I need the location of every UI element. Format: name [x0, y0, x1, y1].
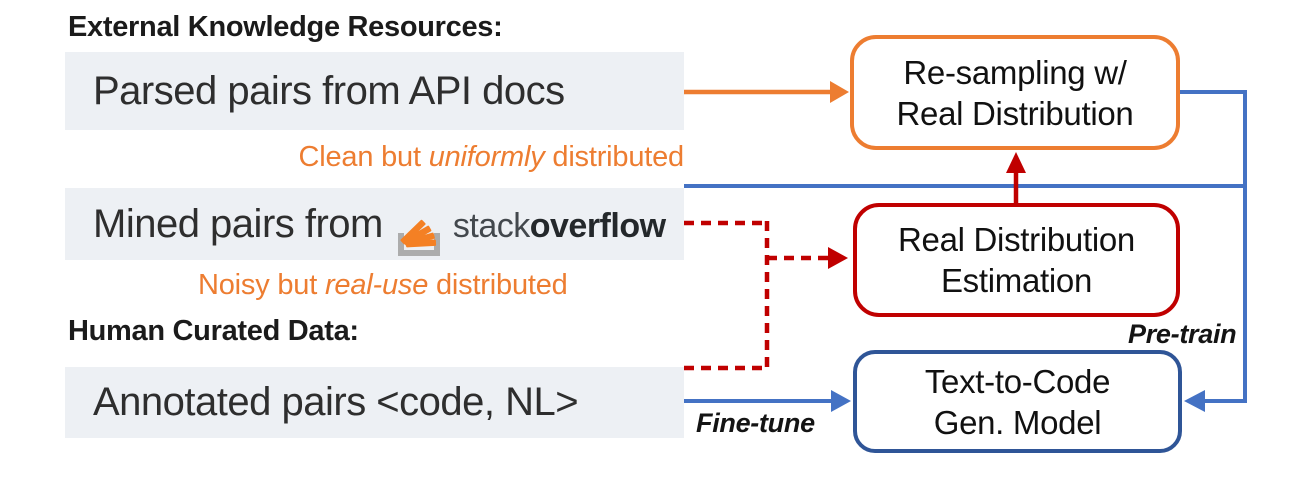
estimation-box: Real Distribution Estimation — [853, 203, 1180, 317]
estimation-box-line1: Real Distribution — [897, 221, 1135, 258]
caption2-prefix: Noisy but — [198, 269, 325, 301]
stackoverflow-word-overflow: overflow — [529, 206, 666, 245]
stackoverflow-word-stack: stack — [452, 206, 530, 245]
resampling-box: Re-sampling w/ Real Distribution — [850, 35, 1180, 150]
caption1-italic: uniformly — [428, 141, 545, 173]
clean-uniform-caption: Clean but uniformly distributed — [65, 141, 684, 174]
estimation-arrowhead-icon — [828, 247, 848, 269]
pretrain-label: Pre-train — [1128, 319, 1237, 349]
parsed-pairs-panel: Parsed pairs from API docs — [65, 52, 684, 130]
estimation-box-line2: Estimation — [940, 262, 1093, 299]
human-curated-header: Human Curated Data: — [68, 315, 359, 347]
up-arrowhead-icon — [1006, 152, 1026, 173]
caption1-suffix: distributed — [544, 141, 684, 173]
mined-pairs-panel: Mined pairs from stackoverflow — [65, 188, 684, 260]
parsed-pairs-label: Parsed pairs from API docs — [93, 68, 565, 113]
caption2-italic: real-use — [324, 269, 429, 301]
finetune-label: Fine-tune — [696, 408, 815, 438]
finetune-arrowhead-icon — [831, 390, 851, 412]
dashed-inputs-to-estimation — [684, 220, 829, 371]
annotated-pairs-panel: Annotated pairs <code, NL> — [65, 367, 684, 438]
pretrain-arrowhead-icon — [1184, 390, 1205, 412]
model-box-line1: Text-to-Code — [924, 362, 1111, 400]
resampling-box-line2: Real Distribution — [896, 94, 1134, 132]
model-box-line2: Gen. Model — [933, 403, 1102, 441]
mined-pairs-label: Mined pairs from — [93, 201, 383, 246]
stackoverflow-logo: stackoverflow — [395, 190, 666, 258]
noisy-realuse-caption: Noisy but real-use distributed — [198, 269, 568, 302]
external-knowledge-header: External Knowledge Resources: — [68, 11, 503, 43]
stackoverflow-icon — [397, 219, 440, 256]
caption1-prefix: Clean but — [298, 141, 429, 173]
stackoverflow-wordmark: stackoverflow — [453, 207, 666, 246]
model-box: Text-to-Code Gen. Model — [853, 350, 1182, 453]
resampling-arrowhead-icon — [830, 81, 849, 103]
caption2-suffix: distributed — [428, 269, 568, 301]
annotated-pairs-label: Annotated pairs <code, NL> — [93, 380, 579, 424]
resampling-box-line1: Re-sampling w/ — [903, 53, 1127, 91]
line-resampling-to-model — [1180, 90, 1247, 403]
